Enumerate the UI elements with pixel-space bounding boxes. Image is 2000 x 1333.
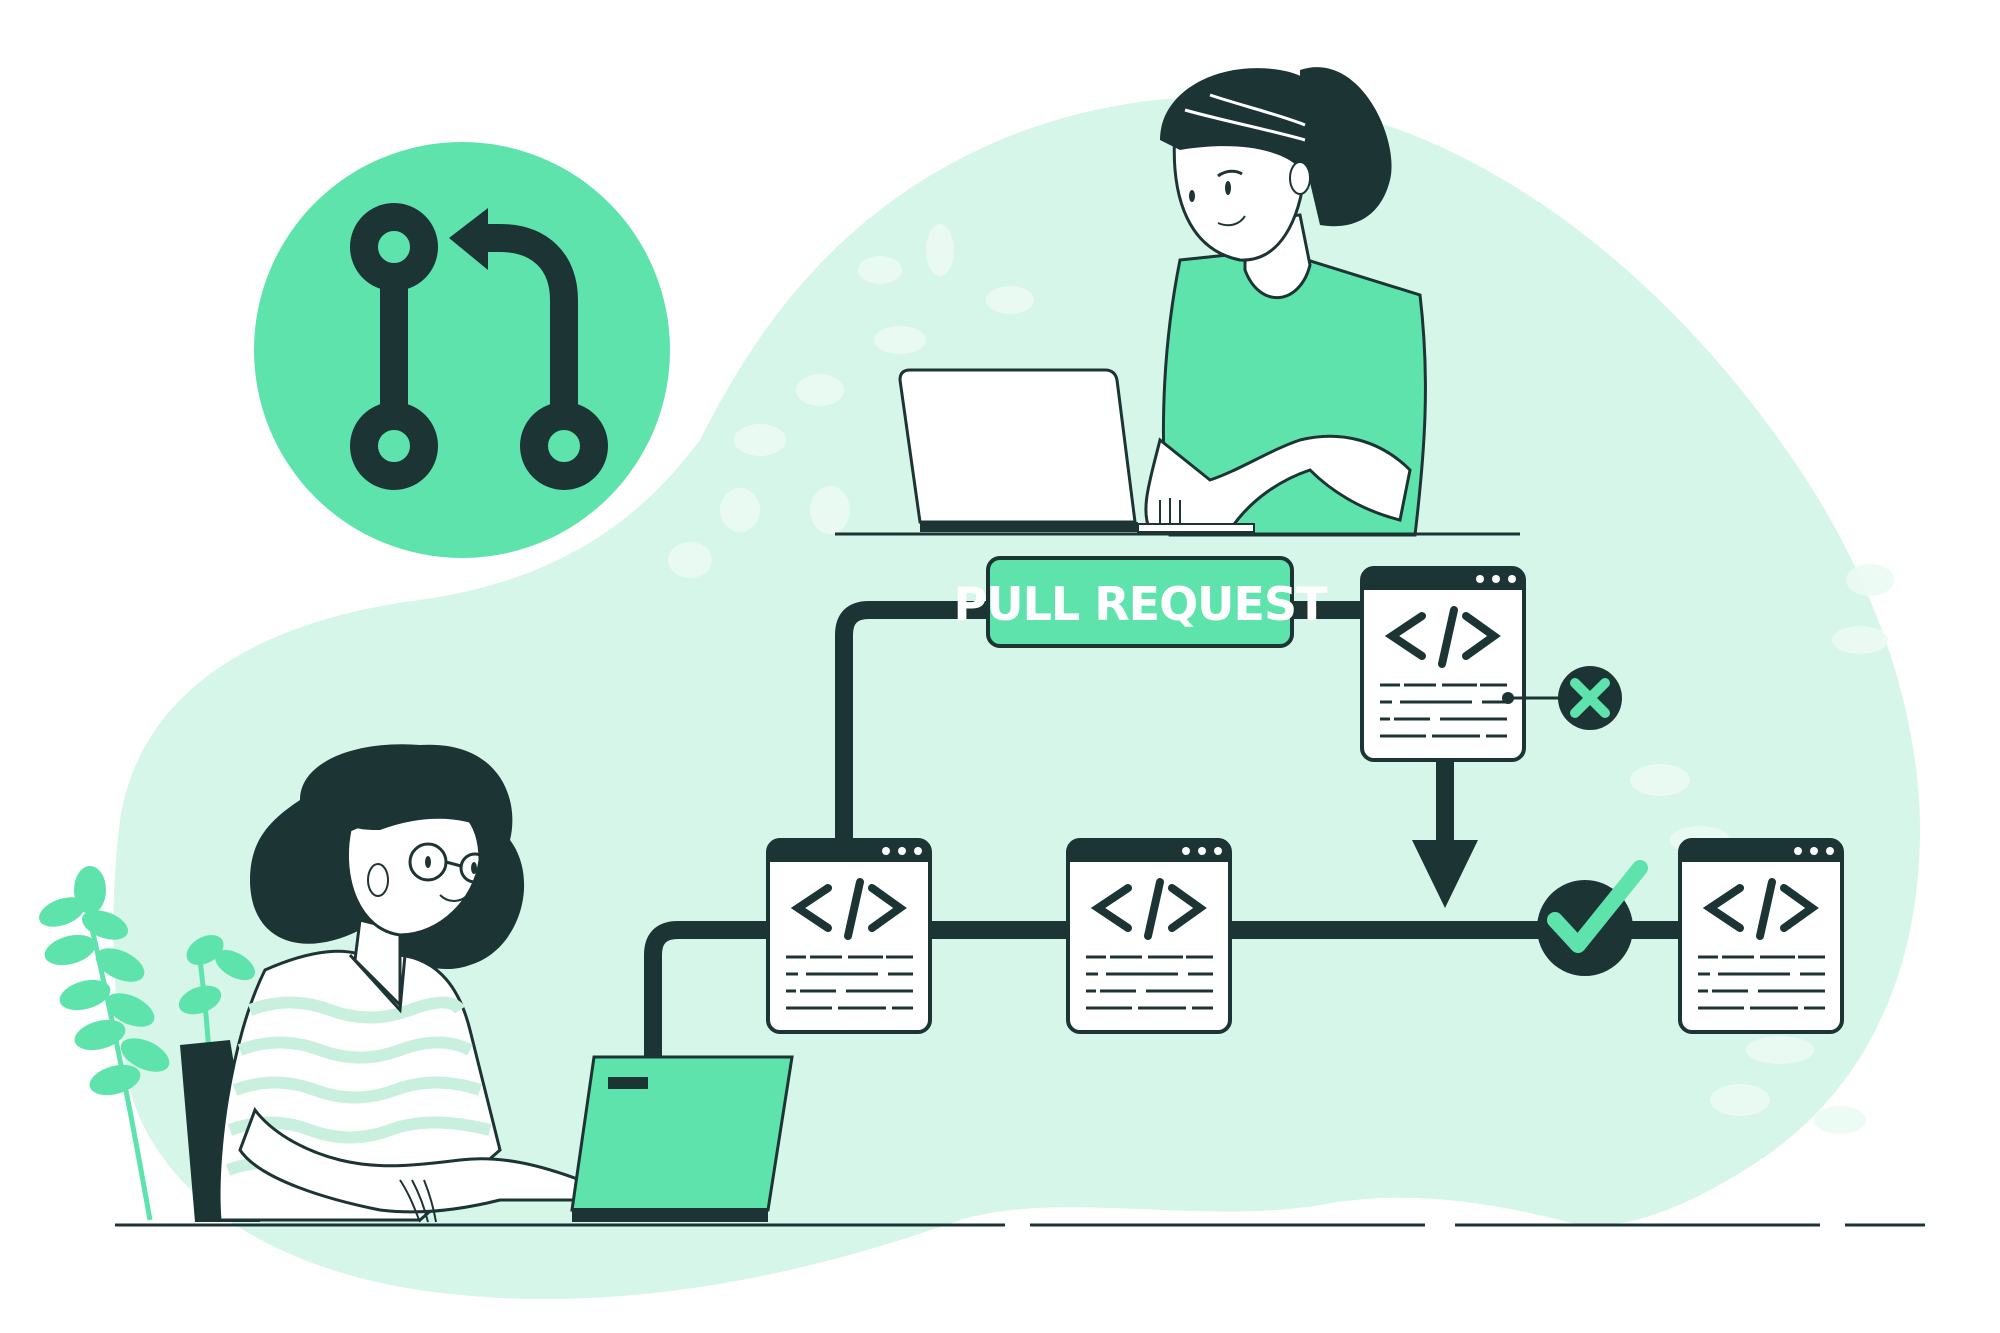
code-window-proposed — [1362, 568, 1524, 760]
rejected-marker — [1502, 666, 1622, 730]
git-pull-request-icon — [350, 203, 608, 490]
plant-left — [39, 866, 255, 1221]
code-window-merged — [1680, 840, 1842, 1032]
reviewer-laptop — [898, 368, 1255, 533]
faint-leaves — [668, 224, 1894, 1134]
arrow-head-icon — [449, 208, 488, 270]
reviewer-person — [1144, 67, 1427, 537]
approved-marker — [1537, 860, 1648, 976]
git-pull-request-badge — [254, 142, 670, 558]
developer-person — [180, 744, 582, 1223]
pull-request-label: PULL REQUEST — [954, 556, 1329, 648]
developer-laptop — [570, 1055, 794, 1222]
check-mark-icon — [1547, 860, 1648, 953]
laptop-logo — [608, 1077, 648, 1089]
pull-request-text: PULL REQUEST — [954, 577, 1329, 631]
code-window-main-2 — [1068, 840, 1230, 1032]
code-window-main-1 — [768, 840, 930, 1032]
background-blob — [113, 97, 1921, 1300]
arrow-down-icon — [1412, 840, 1478, 908]
x-mark-icon — [1570, 678, 1610, 718]
